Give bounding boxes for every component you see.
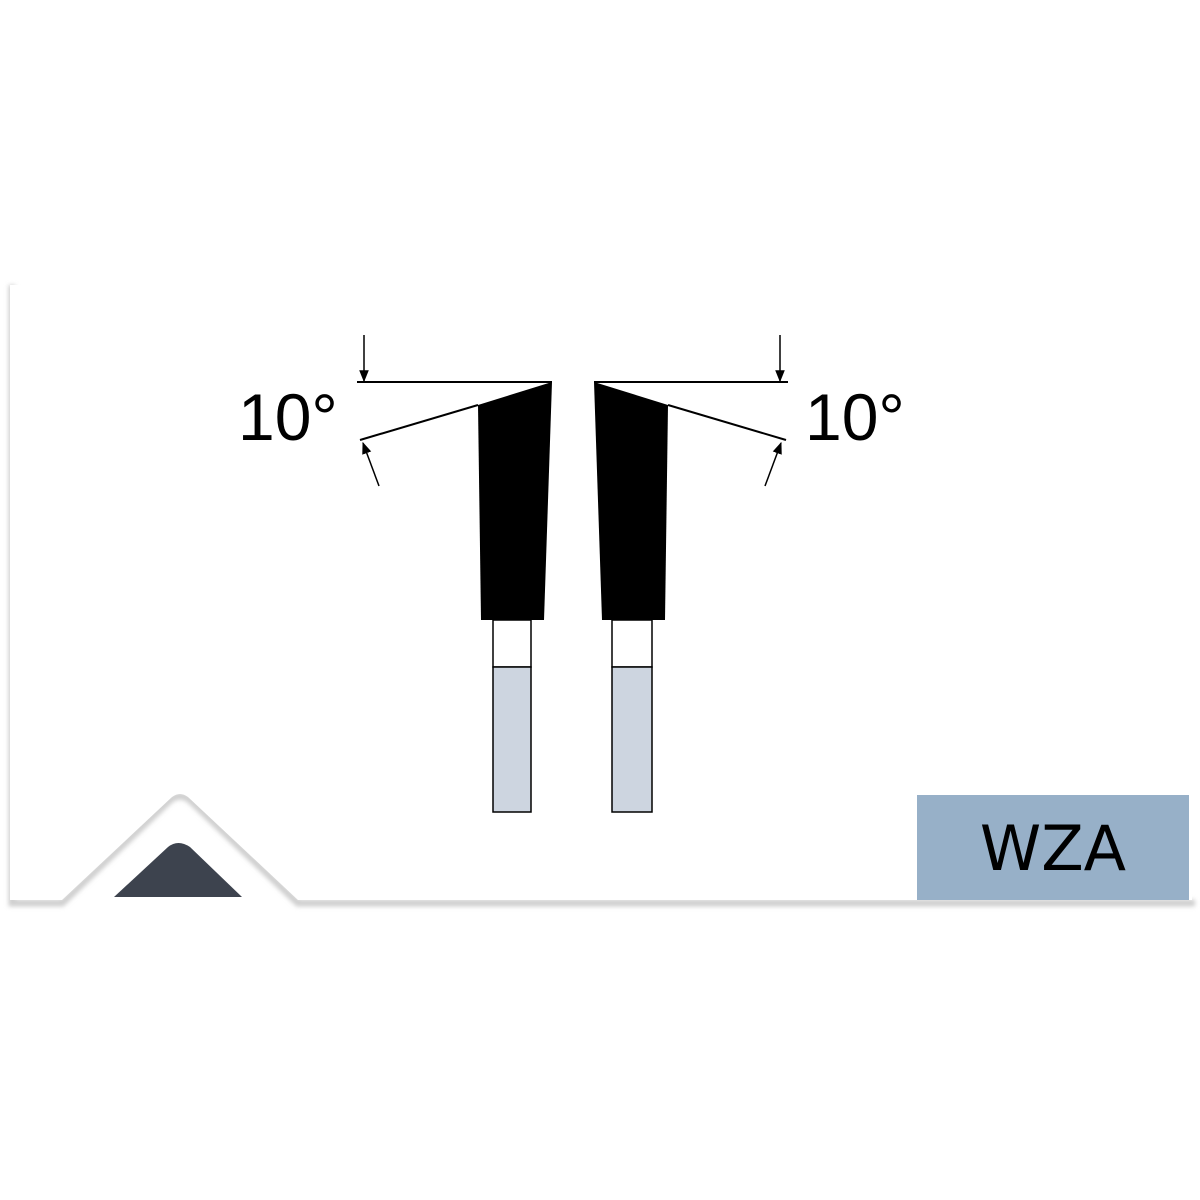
badge-label: WZA xyxy=(980,812,1126,885)
up-arrow-icon xyxy=(764,441,782,487)
type-badge: WZA xyxy=(917,795,1189,900)
up-arrow-icon xyxy=(362,441,380,487)
left-angle-label: 10° xyxy=(238,380,338,454)
right-tooth xyxy=(594,335,788,813)
corner-triangle-icon xyxy=(114,843,242,897)
card-frame xyxy=(8,285,1195,907)
right-angle-label: 10° xyxy=(805,380,905,454)
left-tooth xyxy=(357,335,552,813)
